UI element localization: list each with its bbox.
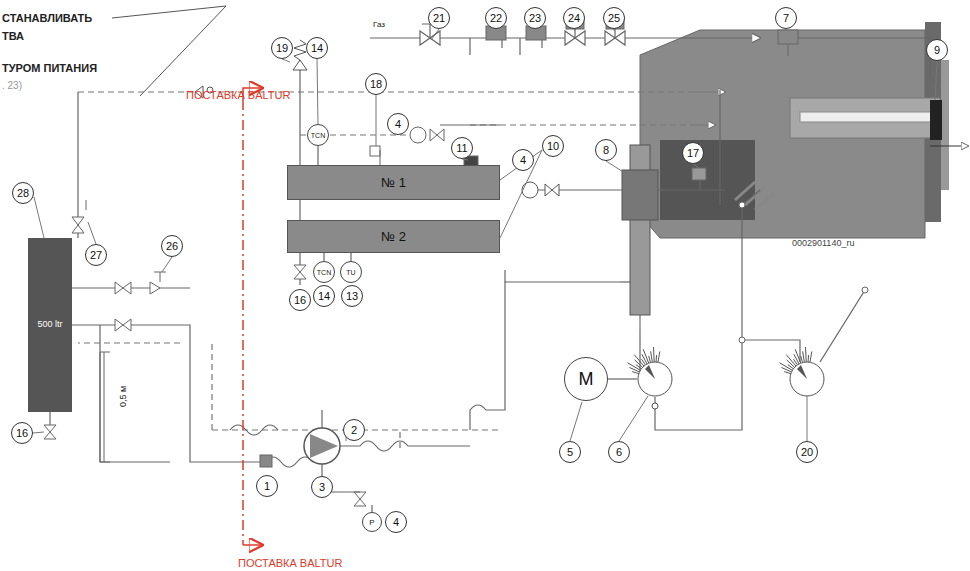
callout-circle: 16 <box>289 289 311 311</box>
callout-circle: 26 <box>161 235 183 257</box>
motor-circle: M <box>564 357 608 401</box>
callout-circle: 23 <box>524 7 546 29</box>
callout-circle: 17 <box>682 142 704 164</box>
node-text: TCN <box>317 269 331 276</box>
callout-circle: 27 <box>85 244 107 266</box>
callout-number: 11 <box>456 142 467 154</box>
callout-circle: 7 <box>775 7 797 29</box>
callout-number: 8 <box>603 144 609 156</box>
callout-circle: 8 <box>595 139 617 161</box>
callout-number: 4 <box>395 118 401 130</box>
callout-number: 2 <box>351 424 357 436</box>
callout-circle: 28 <box>12 182 34 204</box>
callout-circle: 14 <box>313 285 335 307</box>
callout-circle: 25 <box>603 7 625 29</box>
callout-number: 20 <box>801 446 813 458</box>
heater-box: № 1 <box>287 165 500 200</box>
pipe-connector <box>317 146 318 165</box>
drawing-code: 0002901140_ru <box>792 238 854 248</box>
note-text: СТАНАВЛИВАТЬ <box>2 12 92 24</box>
callout-circle: 13 <box>341 285 363 307</box>
callout-number: 22 <box>490 12 502 24</box>
callout-number: 9 <box>934 44 940 56</box>
callout-number: 16 <box>16 427 28 439</box>
supply-label: ПОСТАВКА BALTUR <box>238 557 342 569</box>
callout-circle: 18 <box>365 73 387 95</box>
heater-box: № 2 <box>287 220 500 253</box>
burner <box>640 22 968 238</box>
node-text: M <box>579 369 594 390</box>
callout-circle: 24 <box>563 7 585 29</box>
callout-circle: 16 <box>11 422 33 444</box>
callout-number: 27 <box>90 249 102 261</box>
note-text: . 23) <box>2 80 22 91</box>
callout-number: 19 <box>276 42 288 54</box>
note-text: ТВА <box>2 30 24 42</box>
dimension: 0,5 м <box>118 386 128 407</box>
callout-number: 17 <box>687 147 699 159</box>
callout-number: 7 <box>783 12 789 24</box>
node-text: P <box>369 518 374 527</box>
tank: 500 ltr <box>28 238 72 412</box>
callout-circle: 2 <box>343 419 365 441</box>
callout-number: 10 <box>547 140 559 152</box>
pipe-connector <box>299 200 300 220</box>
callout-number: 4 <box>520 154 526 166</box>
callout-circle: 19 <box>271 37 293 59</box>
callout-number: 21 <box>433 12 445 24</box>
pipe-connector <box>323 253 324 261</box>
note-text: ТУРОМ ПИТАНИЯ <box>2 62 97 74</box>
callout-number: 5 <box>567 446 573 458</box>
callout-number: 25 <box>608 12 620 24</box>
callout-circle: 9 <box>926 39 948 61</box>
node-text: TCN <box>311 132 325 139</box>
supply-label: ПОСТАВКА BALTUR <box>186 89 290 101</box>
callout-number: 1 <box>264 480 270 492</box>
node-text: № 2 <box>381 229 406 244</box>
callout-circle: 4 <box>512 149 534 171</box>
thermometer: TCN <box>307 124 329 146</box>
callout-circle: 4 <box>385 511 407 533</box>
callout-circle: 11 <box>451 137 473 159</box>
callout-number: 3 <box>319 481 325 493</box>
callout-circle: 14 <box>306 37 328 59</box>
callout-circle: 1 <box>256 475 278 497</box>
callout-circle: 22 <box>485 7 507 29</box>
node-text: № 1 <box>381 175 406 190</box>
callout-number: 18 <box>370 78 382 90</box>
callout-circle: 21 <box>428 7 450 29</box>
callout-circle: 20 <box>796 441 818 463</box>
callout-number: 13 <box>346 290 358 302</box>
callout-number: 28 <box>17 187 29 199</box>
callout-number: 24 <box>568 12 580 24</box>
callout-number: 4 <box>393 516 399 528</box>
callout-circle: 10 <box>542 135 564 157</box>
callout-number: 26 <box>166 240 178 252</box>
callout-circle: 4 <box>387 113 409 135</box>
callout-circle: 6 <box>608 441 630 463</box>
node-text: TU <box>346 269 355 276</box>
callout-number: 16 <box>294 294 306 306</box>
pipe-connector <box>350 253 351 261</box>
line-label: Газ <box>373 20 385 29</box>
callout-number: 14 <box>318 290 330 302</box>
callout-number: 14 <box>311 42 323 54</box>
thermometer: TCN <box>313 261 335 283</box>
thermostat: TU <box>340 261 362 283</box>
callout-number: 6 <box>616 446 622 458</box>
callout-circle: 5 <box>559 441 581 463</box>
pressure-gauge: P <box>362 512 382 532</box>
node-text: 500 ltr <box>37 319 62 329</box>
callout-circle: 3 <box>311 476 333 498</box>
callout-number: 23 <box>529 12 541 24</box>
